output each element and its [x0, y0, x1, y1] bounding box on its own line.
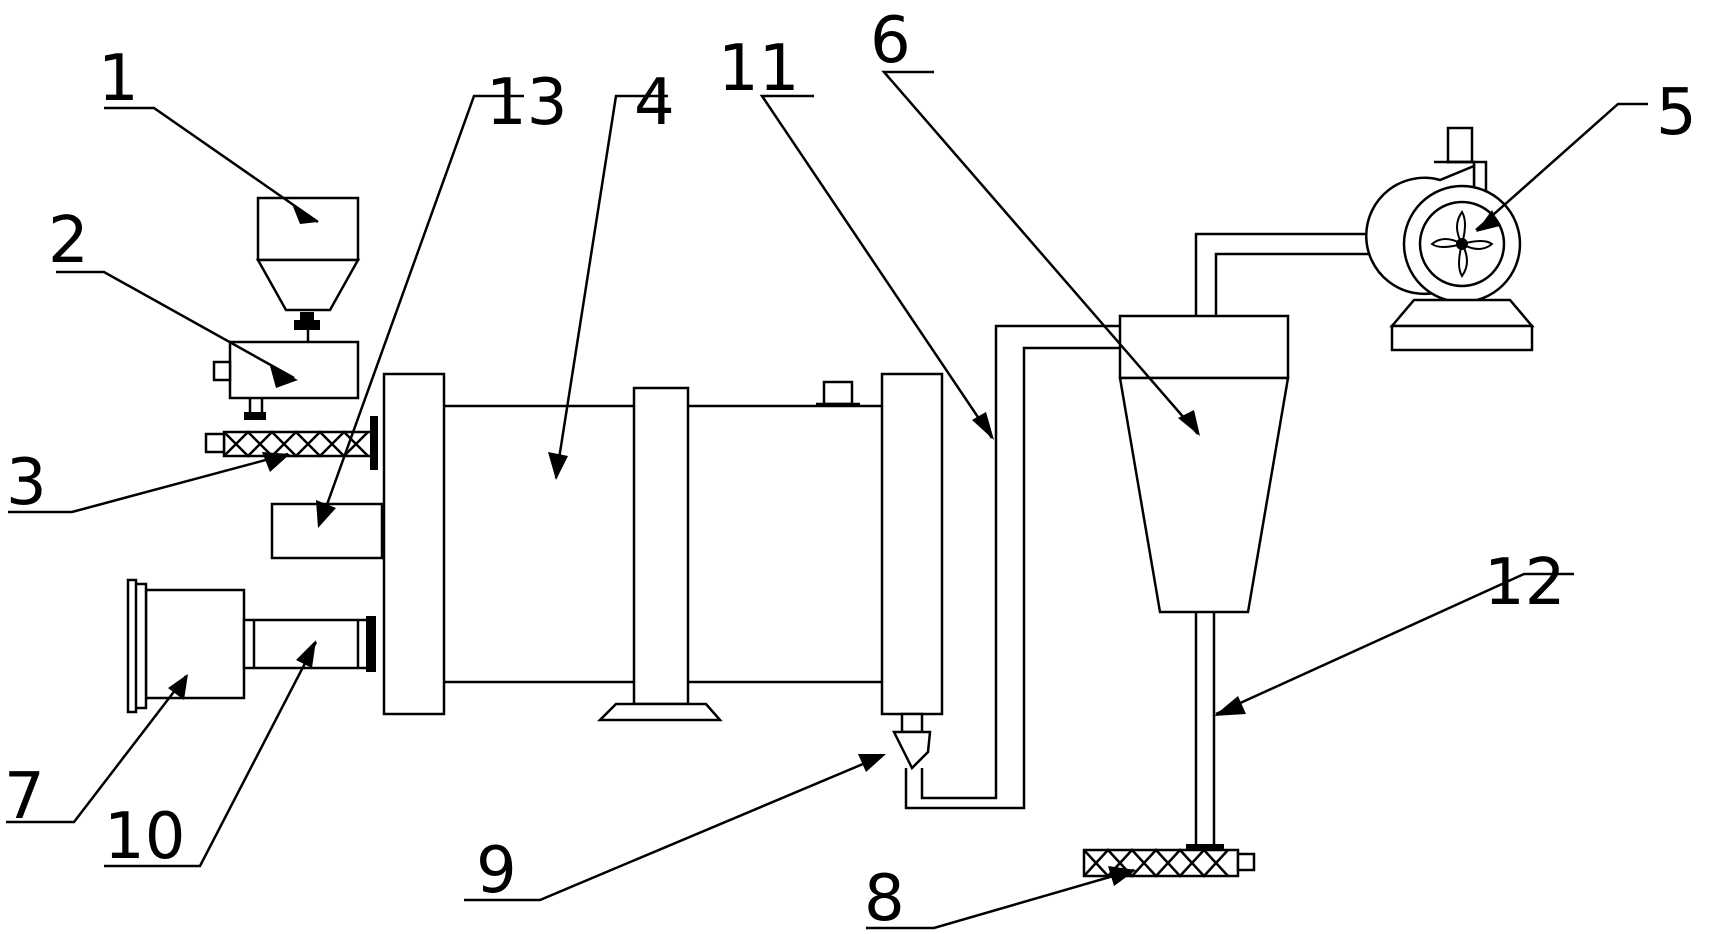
hopper [255, 196, 361, 342]
motor [126, 578, 246, 714]
screw-conveyor-outlet [1082, 844, 1256, 878]
leader-lines [6, 70, 1648, 930]
label-13: 13 [486, 66, 567, 140]
label-7: 7 [4, 760, 45, 834]
label-11: 11 [718, 32, 799, 106]
centrifugal-fan [1365, 126, 1535, 352]
label-10: 10 [104, 800, 185, 874]
label-6: 6 [870, 4, 911, 78]
fan-impeller-icon [1430, 210, 1494, 278]
label-2: 2 [48, 204, 89, 278]
rotary-drum [382, 372, 944, 771]
cyclone-separator [1118, 232, 1408, 844]
label-8: 8 [864, 862, 905, 934]
screw-conveyor-inlet [204, 416, 378, 470]
duct [904, 324, 1120, 810]
label-12: 12 [1484, 546, 1565, 620]
air-inlet-box [270, 502, 384, 560]
label-5: 5 [1656, 76, 1697, 150]
label-9: 9 [476, 834, 517, 908]
label-3: 3 [6, 446, 47, 520]
label-1: 1 [98, 42, 139, 116]
drive-shaft [242, 616, 376, 672]
label-4: 4 [634, 66, 675, 140]
feeder-box [212, 340, 360, 420]
